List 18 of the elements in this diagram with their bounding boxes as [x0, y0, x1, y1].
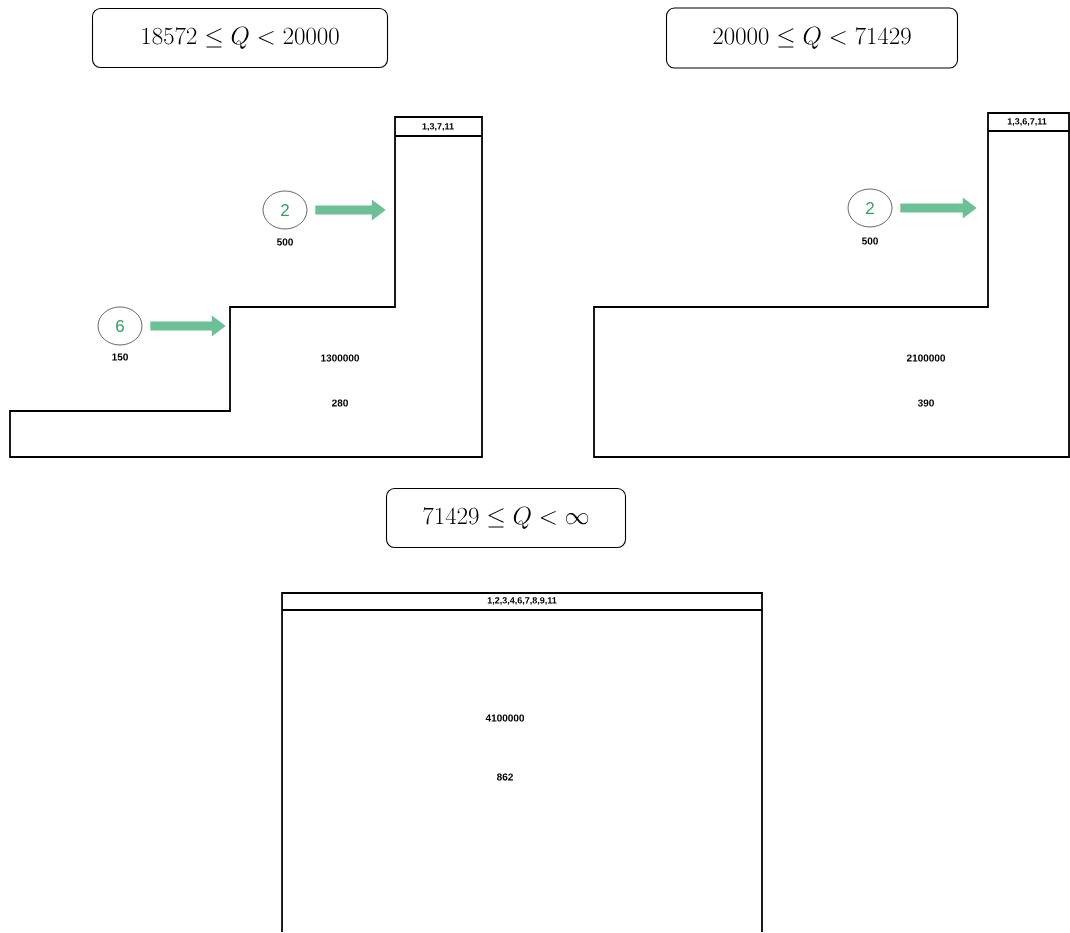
floor-plan-region — [9, 116, 483, 458]
header-label: 1,2,3,4,6,7,8,9,11 — [487, 597, 557, 605]
value-label: 500 — [277, 238, 293, 246]
value-label: 500 — [862, 237, 878, 245]
floor-plan-region — [281, 592, 763, 933]
value-label: 150 — [112, 353, 128, 361]
value-label: 280 — [332, 399, 348, 407]
condition-box: $71429 \le Q < \infty$ — [385, 487, 627, 549]
header-label: 1,3,7,11 — [422, 123, 454, 131]
condition-box: $20000 \le Q < 71429$ — [665, 7, 959, 69]
value-label: 1300000 — [321, 354, 360, 362]
value-label: 2100000 — [906, 354, 946, 362]
floor-plan-region — [593, 112, 1070, 458]
value-label: 390 — [917, 399, 934, 407]
value-label: 862 — [497, 773, 513, 781]
condition-box: $18572 \le Q < 20000$ — [91, 7, 389, 69]
header-label: 1,3,6,7,11 — [1007, 118, 1047, 126]
value-label: 4100000 — [485, 714, 525, 722]
